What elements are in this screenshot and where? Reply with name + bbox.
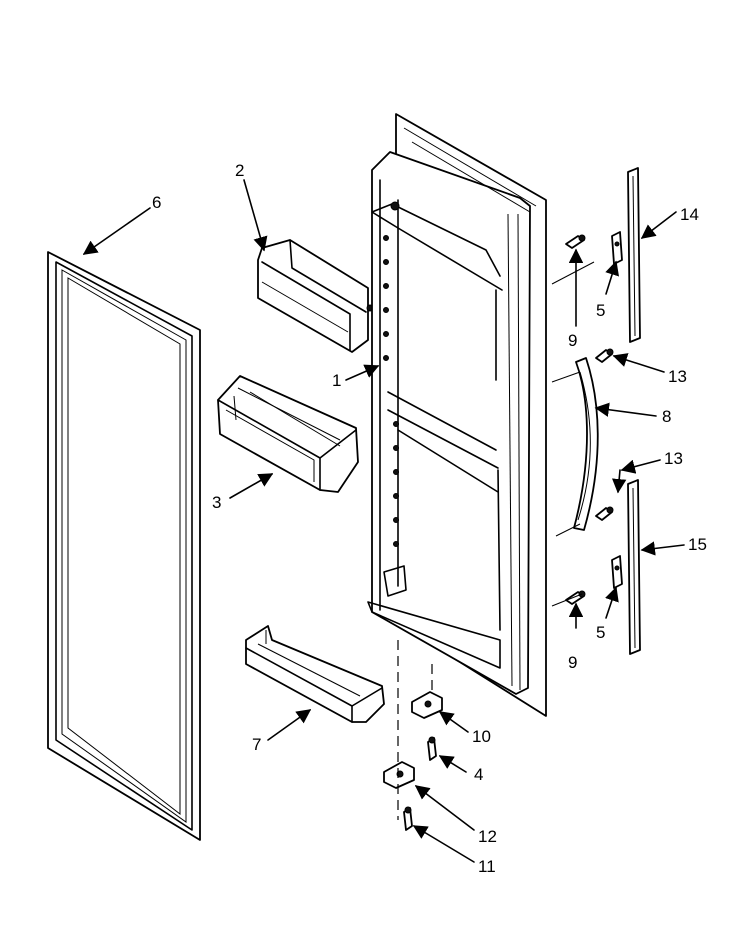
hinge-part-10 xyxy=(411,691,443,719)
callout-3: 3 xyxy=(212,493,221,512)
dairy-door-part xyxy=(257,239,374,353)
handle-guide-upper xyxy=(551,371,581,383)
callout-14: 14 xyxy=(680,205,699,224)
screw-guide-upper xyxy=(551,261,595,285)
callout-13-upper: 13 xyxy=(668,367,687,386)
callout-11: 11 xyxy=(478,857,496,876)
callout-4: 4 xyxy=(474,765,483,784)
leader-lines xyxy=(82,179,685,863)
callout-15: 15 xyxy=(688,535,707,554)
screw-part-13-upper xyxy=(595,348,614,363)
lower-trim-strip-part xyxy=(627,479,641,655)
screw-part-9-upper xyxy=(565,234,586,249)
callout-2: 2 xyxy=(235,161,244,180)
screw-part-13-lower xyxy=(595,506,614,521)
callout-9-upper: 9 xyxy=(568,331,577,350)
screw-part-11 xyxy=(403,806,413,831)
lower-clip-part xyxy=(611,555,623,589)
hinge-part-12 xyxy=(383,761,415,789)
screw-guide-lower xyxy=(551,593,583,607)
lower-bin-part xyxy=(245,625,385,723)
callout-7: 7 xyxy=(252,735,261,754)
callout-1: 1 xyxy=(332,371,341,390)
callout-9-lower: 9 xyxy=(568,653,577,672)
door-bin-part xyxy=(217,375,359,493)
callout-5-upper: 5 xyxy=(596,301,605,320)
upper-trim-strip-part xyxy=(627,167,641,343)
door-gasket-part xyxy=(47,251,201,841)
callout-8: 8 xyxy=(662,407,671,426)
screw-part-9-lower xyxy=(565,590,586,605)
callout-6: 6 xyxy=(152,193,161,212)
callout-13-lower: 13 xyxy=(664,449,683,468)
callout-10: 10 xyxy=(472,727,491,746)
callout-5-lower: 5 xyxy=(596,623,605,642)
callout-labels: 6 2 1 3 7 14 5 9 13 8 13 15 5 9 10 4 12 … xyxy=(152,161,707,876)
upper-clip-part xyxy=(611,231,623,265)
callout-12: 12 xyxy=(478,827,497,846)
handle-guide-lower xyxy=(555,523,581,537)
door-handle-part xyxy=(573,357,599,531)
screw-part-4 xyxy=(427,736,437,761)
door-liner-part xyxy=(367,113,547,717)
